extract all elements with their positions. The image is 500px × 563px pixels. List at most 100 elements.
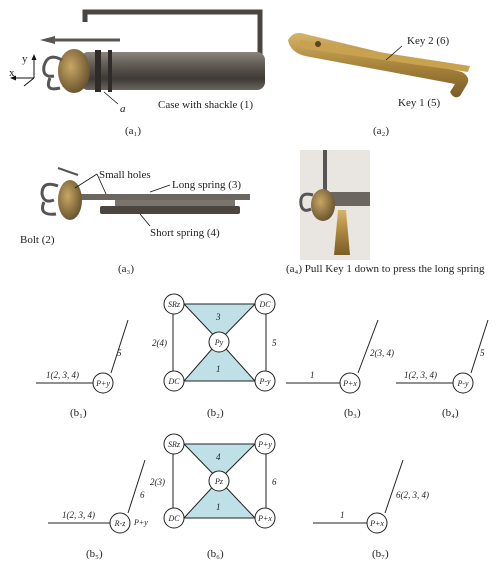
pointer-a <box>103 91 119 105</box>
axis-z-line <box>23 77 35 87</box>
caption-a1: (a₁) <box>125 125 141 137</box>
case-ring <box>95 50 101 92</box>
node-label: DC <box>167 514 180 523</box>
edge-right-label: 2(3, 4) <box>370 348 394 358</box>
node-p-plus-x <box>254 507 276 529</box>
node-label: SRz <box>168 300 181 309</box>
label-short-spring: Short spring (4) <box>150 227 220 239</box>
node-label: DC <box>167 377 180 386</box>
edge-right-label: 5 <box>480 348 485 358</box>
node-sr-z <box>163 293 185 315</box>
edge-right-label: 5 <box>272 338 277 348</box>
edge-left-label: 1 <box>310 370 315 380</box>
caption-b3: (b₃) <box>344 407 361 419</box>
axis-x-arrow <box>10 75 16 81</box>
shackle <box>82 9 263 80</box>
photo-a4 <box>299 150 370 260</box>
node-p-plus-y <box>254 433 276 455</box>
node-p-minus-y <box>452 372 474 394</box>
pointer-key2 <box>385 45 403 61</box>
edge-left-label: 2(3) <box>150 477 165 487</box>
face-bottom-label: 1 <box>216 364 221 374</box>
graph-b6: SRz P+y Pz DC P+x 4 1 2(3) 6 <box>150 433 277 529</box>
node-dc-bottom <box>163 370 185 392</box>
node-p-plus-x <box>366 512 388 534</box>
node-label: P+y <box>257 440 272 449</box>
node-dc-top <box>254 293 276 315</box>
node-label: P-y <box>456 379 469 388</box>
axis-y-arrow <box>31 54 37 60</box>
node-p-y <box>208 331 230 353</box>
graph-b4: P-y 1(2, 3, 4) 5 <box>396 319 489 394</box>
lock-cap <box>311 189 335 221</box>
face-bottom <box>182 340 257 382</box>
short-spring <box>100 206 240 214</box>
node-side-label: P+y <box>133 518 148 527</box>
edge-right <box>357 319 379 374</box>
face-top <box>182 303 257 342</box>
caption-b1: (b₁) <box>70 407 87 419</box>
caption-a2: (a₂) <box>373 125 389 137</box>
caption-b7: (b₇) <box>372 548 389 560</box>
graph-b2: SRz DC Py DC P-y 3 1 2(4) 5 <box>152 293 277 392</box>
axis-x-label: x <box>9 67 15 79</box>
node-label: Pz <box>214 477 224 486</box>
node-label: P+y <box>95 379 110 388</box>
axis-y-label: y <box>22 53 28 65</box>
face-bottom-label: 1 <box>216 502 221 512</box>
node-p-minus-y <box>254 370 276 392</box>
graph-b5: R-z P+y 1(2, 3, 4) 6 <box>48 459 148 534</box>
label-small-holes: Small holes <box>99 169 151 181</box>
caption-a3: (a₃) <box>118 263 134 275</box>
spiral-handle <box>46 77 61 91</box>
end-cap <box>58 49 90 93</box>
spiral-handle <box>299 192 314 212</box>
pointer-small-holes <box>96 173 107 195</box>
node-r-minus-z <box>109 512 131 534</box>
node-label: Py <box>214 338 224 347</box>
graph-b7: P+x 1 6(2, 3, 4) <box>313 459 429 534</box>
edge-right <box>384 459 404 514</box>
spiral-handle <box>42 55 63 78</box>
node-dc <box>163 507 185 529</box>
edge-left-label: 1(2, 3, 4) <box>46 370 79 380</box>
face-bottom <box>182 479 257 519</box>
pointer-long-spring <box>149 184 171 193</box>
node-label: SRz <box>168 440 181 449</box>
graph-b3: P+x 1 2(3, 4) <box>286 319 394 394</box>
shackle-tip <box>40 36 55 44</box>
pointer-small-holes <box>74 173 98 189</box>
caption-b2: (b₂) <box>207 407 224 419</box>
label-key1: Key 1 (5) <box>398 97 440 109</box>
edge-right-label: 6(2, 3, 4) <box>396 490 429 500</box>
caption-a4: (a₄) Pull Key 1 down to press the long s… <box>286 263 485 275</box>
label-a: a <box>120 103 126 115</box>
caption-b6: (b₆) <box>207 548 224 560</box>
label-long-spring: Long spring (3) <box>172 179 241 191</box>
graph-b1: P+y 1(2, 3, 4) 5 <box>36 319 129 394</box>
key-rivet <box>315 41 321 47</box>
node-label: P+x <box>369 519 384 528</box>
photo-a3: Small holes Long spring (3) Bolt (2) Sho… <box>20 167 250 246</box>
label-case-with-shackle: Case with shackle (1) <box>158 99 253 111</box>
caption-b4: (b₄) <box>442 407 459 419</box>
edge-right-label: 6 <box>272 477 277 487</box>
edge-right <box>127 459 146 514</box>
photo-a1: y x a Case with shackle (1) <box>9 9 265 115</box>
face-top-label: 3 <box>215 312 221 322</box>
case-body <box>80 52 265 90</box>
bolt-hook <box>57 167 79 176</box>
node-label: P+x <box>342 379 357 388</box>
long-spring <box>78 194 250 200</box>
label-bolt: Bolt (2) <box>20 234 55 246</box>
node-label: P+x <box>257 514 272 523</box>
case-ring <box>108 50 112 92</box>
bolt-cap <box>58 180 82 220</box>
caption-b5: (b₅) <box>86 548 103 560</box>
long-spring-held <box>330 192 370 206</box>
face-top-label: 4 <box>216 452 221 462</box>
label-key2: Key 2 (6) <box>407 35 449 47</box>
edge-right <box>470 319 489 374</box>
node-p-z <box>208 470 230 492</box>
